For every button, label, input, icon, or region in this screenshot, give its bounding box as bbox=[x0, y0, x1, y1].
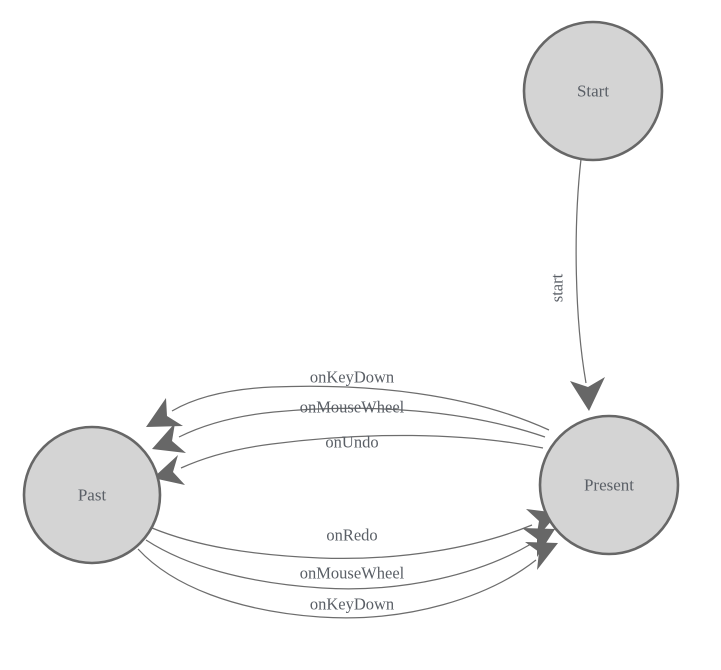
arrowhead-past-present-keydown bbox=[525, 542, 558, 570]
edge-present-to-past-onmousewheel[interactable] bbox=[152, 407, 546, 453]
node-past-circle bbox=[22, 425, 162, 565]
edge-label-start: start bbox=[548, 273, 567, 302]
edge-label-past-present-mousewheel: onMouseWheel bbox=[300, 564, 405, 583]
edge-label-past-present-keydown: onKeyDown bbox=[310, 595, 394, 614]
node-present-label: Present bbox=[584, 476, 634, 495]
edge-path-start-present bbox=[575, 158, 587, 384]
edge-present-to-past-onkeydown[interactable] bbox=[146, 385, 550, 431]
node-start[interactable]: Start bbox=[522, 20, 664, 162]
arrowhead-start-present bbox=[570, 377, 605, 411]
arrowhead-present-past-undo bbox=[153, 455, 185, 485]
edge-path-present-past-keydown bbox=[171, 385, 550, 431]
arrowhead-present-past-wheel bbox=[152, 423, 186, 453]
edge-label-present-past-keydown: onKeyDown bbox=[310, 368, 394, 387]
edge-path-past-present-keydown bbox=[137, 548, 537, 619]
edge-label-present-past-undo: onUndo bbox=[325, 433, 378, 452]
arrowhead-present-past-keydown bbox=[146, 398, 183, 427]
node-present[interactable]: Present bbox=[538, 414, 680, 556]
edge-start-to-present[interactable] bbox=[570, 158, 605, 411]
node-start-circle bbox=[522, 20, 664, 162]
edge-present-to-past-onundo[interactable] bbox=[153, 434, 544, 485]
edge-path-present-past-wheel bbox=[178, 407, 546, 438]
edge-label-present-past-mousewheel: onMouseWheel bbox=[300, 398, 405, 417]
node-start-label: Start bbox=[577, 82, 609, 101]
edge-past-to-present-onkeydown[interactable] bbox=[137, 542, 558, 619]
edge-path-past-present-redo bbox=[151, 524, 533, 560]
edge-path-past-present-wheel bbox=[145, 539, 532, 590]
edge-path-present-past-undo bbox=[180, 434, 544, 469]
edge-label-past-present-redo: onRedo bbox=[326, 526, 377, 545]
node-past-label: Past bbox=[78, 486, 107, 505]
node-past[interactable]: Past bbox=[22, 425, 162, 565]
node-present-circle bbox=[538, 414, 680, 556]
